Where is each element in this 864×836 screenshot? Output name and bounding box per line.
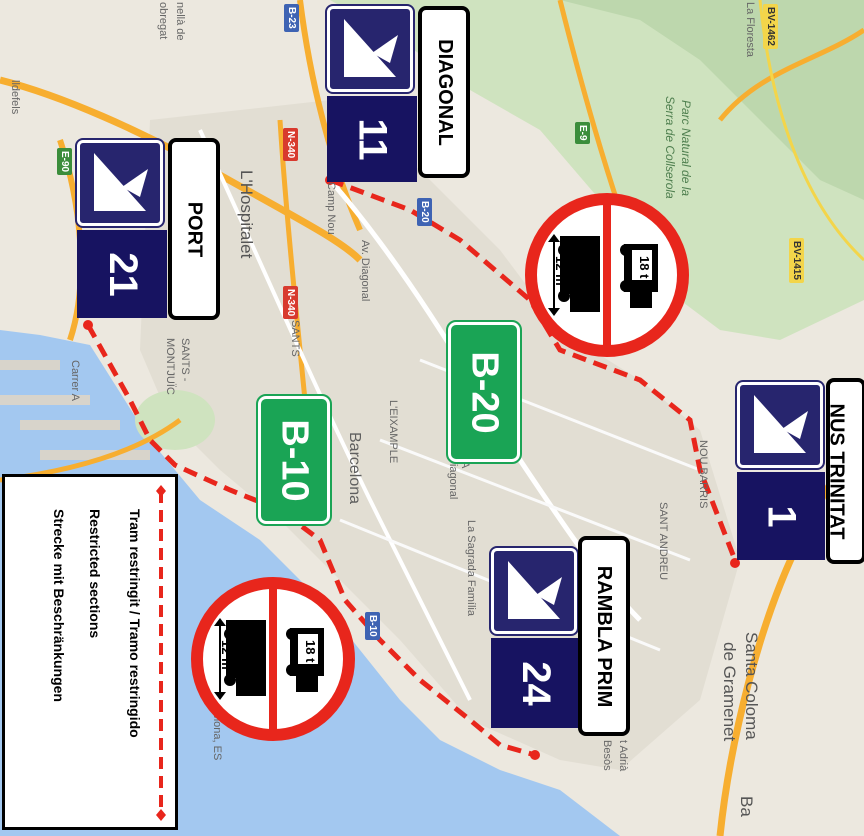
place-barcelona: Barcelona	[346, 432, 363, 505]
shield-n-340-b: N-340	[283, 286, 298, 320]
place-sants: SANTS	[289, 320, 301, 357]
ring-road-b-20: B-20	[446, 320, 522, 464]
exit-trinitat-name: NUS TRINITAT	[826, 378, 864, 564]
port-piers	[0, 360, 150, 460]
route-node-rambla-prim	[530, 750, 540, 760]
legend: Tram restringit / Tramo restringido Rest…	[2, 474, 178, 830]
exit-port-name: PORT	[168, 138, 220, 320]
route-node-port	[83, 320, 93, 330]
restriction-sign-north: 12 m 18 t	[524, 192, 690, 358]
ring-road-b-20-label: B-20	[463, 350, 506, 434]
shield-b-23: B-23	[284, 4, 299, 32]
place-castelldefels: lldefels	[9, 80, 21, 115]
restricted-route-north	[329, 177, 738, 561]
place-adria: t Adrià	[617, 740, 629, 772]
ring-road-b-10: B-10	[256, 394, 332, 526]
park-ridge	[560, 0, 864, 200]
shield-e-9: E-9	[575, 122, 590, 144]
shield-e-90: E-90	[57, 148, 72, 176]
place-camp-nou: Camp Nou	[325, 182, 337, 235]
restriction-sign-south: 12 m 18 t	[190, 576, 356, 742]
place-sagrada: La Sagrada Família	[465, 520, 477, 616]
exit-diagonal-icon	[327, 6, 413, 92]
avenue-inner	[198, 129, 472, 701]
motorway-ne	[718, 27, 864, 122]
exit-trinitat-icon	[737, 382, 823, 468]
exit-diagonal-number-text: 11	[350, 117, 395, 161]
place-hospitalet: L'Hospitalet	[237, 170, 256, 259]
legend-route-sample	[156, 485, 166, 821]
legend-line-1: Tram restringit / Tramo restringido	[127, 509, 143, 738]
exit-rambla-prim-name: RAMBLA PRIM	[578, 536, 630, 736]
place-cornella: nellà de	[174, 2, 186, 41]
exit-port-name-text: PORT	[183, 201, 206, 257]
exit-port-number: 21	[77, 230, 167, 318]
shield-b-20: B-20	[417, 198, 432, 226]
road-n340	[277, 119, 308, 401]
exit-rambla-prim-number: 24	[491, 638, 579, 728]
place-besos: Besòs	[601, 740, 613, 771]
exit-trinitat-name-text: NUS TRINITAT	[826, 403, 848, 539]
shield-n-340-a: N-340	[283, 128, 298, 162]
exit-diagonal-name-text: DIAGONAL	[433, 38, 456, 146]
place-serra: Serra de Collserola	[663, 96, 677, 199]
exit-port-icon	[77, 140, 163, 226]
exit-trinitat-number: 1	[737, 472, 825, 560]
exit-rambla-prim-icon	[491, 548, 577, 634]
exit-diagonal-number: 11	[327, 96, 417, 182]
place-eixample: L'EIXAMPLE	[387, 400, 399, 464]
place-ba: Ba	[737, 796, 756, 817]
place-parc-natural: Parc Natural de la	[679, 100, 693, 197]
place-santa-coloma: Santa Coloma	[742, 632, 761, 740]
shield-bv-1415: BV-1415	[789, 238, 804, 283]
exit-rambla-prim-name-text: RAMBLA PRIM	[593, 565, 616, 707]
restriction-north-weight: 18 t	[637, 256, 652, 279]
place-nou-barris: NOU BARRIS	[697, 440, 709, 509]
restriction-south-weight: 18 t	[303, 640, 318, 663]
restricted-route-south	[85, 323, 536, 758]
legend-line-3: Strecke mit Beschränkungen	[51, 509, 67, 702]
restriction-north-length: 12 m	[553, 256, 568, 286]
legend-line-2: Restricted sections	[87, 509, 103, 639]
place-llobregat: obregat	[157, 2, 169, 40]
place-gramenet: de Gramenet	[720, 642, 739, 742]
place-la-floresta: La Floresta	[744, 2, 756, 58]
shield-bv-1462: BV-1462	[763, 4, 778, 49]
exit-rambla-prim-number-text: 24	[513, 660, 558, 706]
place-carrer-a: Carrer A	[69, 360, 81, 401]
place-sant-andreu: SANT ANDREU	[657, 502, 669, 581]
exit-trinitat-number-text: 1	[759, 504, 804, 528]
exit-port-number-text: 21	[100, 251, 145, 297]
place-montjuic: MONTJUÏC	[164, 338, 176, 395]
place-av-diagonal-1: Av. Diagonal	[359, 240, 371, 302]
restriction-south-length: 12 m	[219, 640, 234, 670]
motorway-e9	[557, 0, 623, 211]
place-sants-montjuic: SANTS -	[179, 338, 191, 382]
ring-road-b-10-label: B-10	[273, 418, 316, 502]
shield-b-10: B-10	[365, 612, 380, 640]
route-node-trinitat	[730, 558, 740, 568]
exit-diagonal-name: DIAGONAL	[418, 6, 470, 178]
